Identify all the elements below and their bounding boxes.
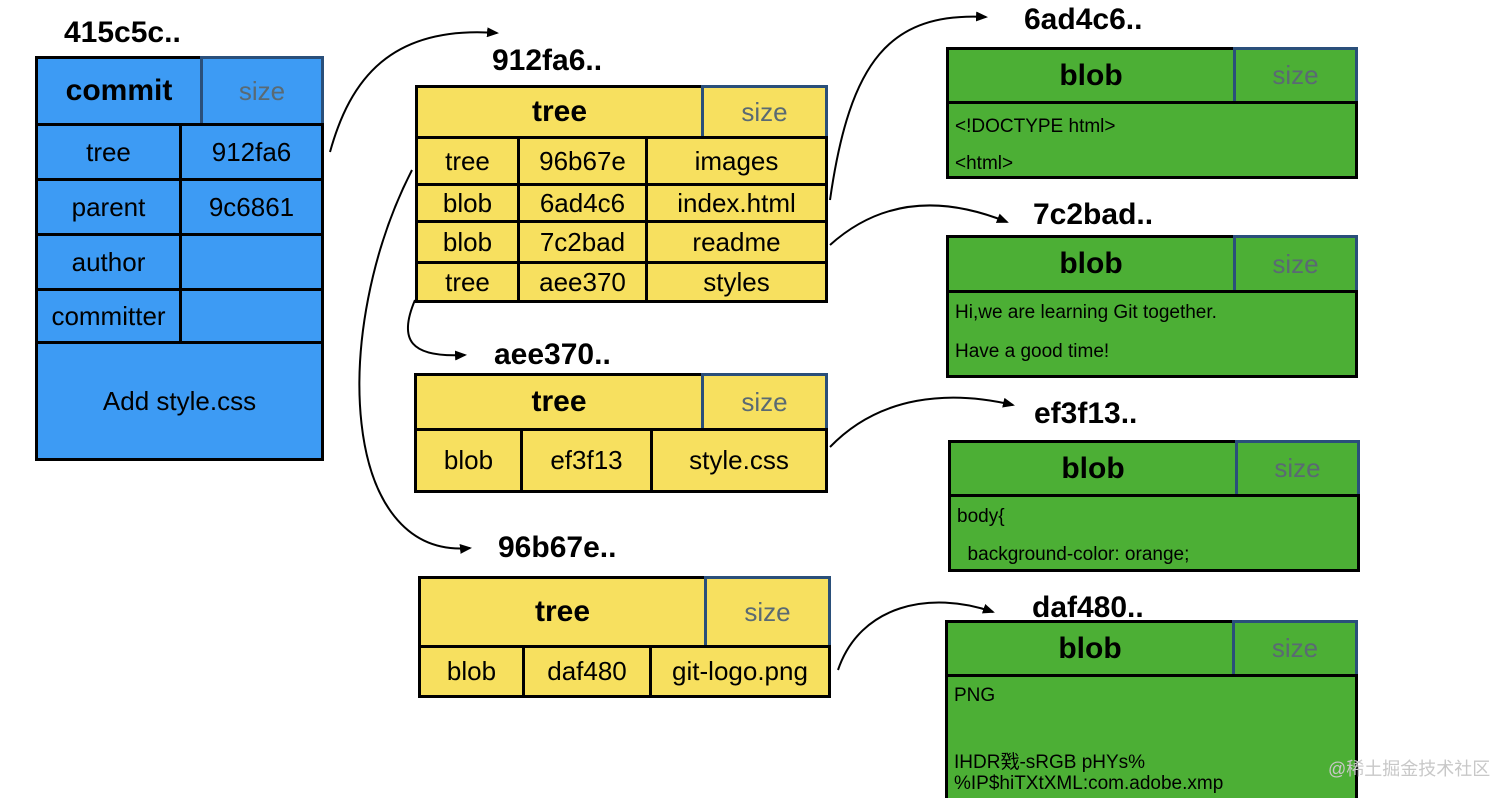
commit-key-tree: tree [35, 123, 182, 181]
tree-912fa6-entry-name: styles [645, 261, 828, 303]
arrow-tree-to-blob-6ad4c6 [829, 11, 988, 201]
tree-912fa6-entry-name: images [645, 136, 828, 186]
commit-key-committer: committer [35, 288, 182, 344]
blob-daf480-size-cell: size [1232, 620, 1358, 677]
commit-value-committer [179, 288, 324, 344]
blob-content-line: background-color: orange; [957, 544, 1190, 565]
blob-ef3f13-size-cell: size [1235, 440, 1360, 497]
commit-key-parent: parent [35, 178, 182, 236]
tree-aee370-entry-type: blob [414, 428, 523, 493]
commit-value-parent: 9c6861 [179, 178, 324, 236]
tree-96b67e-size-cell: size [704, 576, 831, 648]
tree-912fa6-entry-type: blob [415, 183, 520, 223]
tree-912fa6-entry-type: blob [415, 220, 520, 264]
tree-912fa6-type-cell: tree [415, 85, 704, 139]
commit-hash-label: 415c5c.. [64, 16, 181, 49]
blob-7c2bad-hash-label: 7c2bad.. [1033, 198, 1154, 231]
blob-7c2bad-size-cell: size [1233, 235, 1358, 293]
blob-daf480-content: PNG IHDR戣-sRGB pHYs% %IP$hiTXtXML:com.ad… [945, 674, 1358, 798]
commit-value-author [179, 233, 324, 291]
commit-key-author: author [35, 233, 182, 291]
blob-6ad4c6-size-cell: size [1233, 47, 1358, 104]
tree-912fa6-entry-type: tree [415, 136, 520, 186]
arrow-tree-to-tree-aee370 [406, 299, 467, 361]
tree-aee370-type-cell: tree [414, 373, 704, 431]
commit-value-tree: 912fa6 [179, 123, 324, 181]
tree-912fa6-entry-name: index.html [645, 183, 828, 223]
blob-7c2bad-content: Hi,we are learning Git together. Have a … [946, 290, 1358, 378]
blob-content-line: IHDR戣-sRGB pHYs% [954, 752, 1146, 773]
blob-content-line: Hi,we are learning Git together. [955, 302, 1217, 323]
blob-content-line: Have a good time! [955, 341, 1110, 362]
tree-912fa6-entry-hash: 7c2bad [517, 220, 648, 264]
tree-96b67e-type-cell: tree [418, 576, 707, 648]
blob-content-line: PNG [954, 685, 996, 706]
tree-912fa6-entry-type: tree [415, 261, 520, 303]
tree-912fa6-entry-hash: 6ad4c6 [517, 183, 648, 223]
tree-96b67e-hash-label: 96b67e.. [498, 531, 617, 564]
blob-ef3f13-type-cell: blob [948, 440, 1238, 497]
blob-6ad4c6-hash-label: 6ad4c6.. [1024, 3, 1143, 36]
tree-aee370-entry-hash: ef3f13 [520, 428, 653, 493]
tree-912fa6-entry-name: readme [645, 220, 828, 264]
blob-ef3f13-content: body{ background-color: orange; [948, 494, 1360, 572]
blob-7c2bad-type-cell: blob [946, 235, 1236, 293]
tree-aee370-size-cell: size [701, 373, 828, 431]
tree-912fa6-entry-hash: 96b67e [517, 136, 648, 186]
blob-content-line: <!DOCTYPE html> [955, 116, 1116, 137]
arrow-commit-to-tree-912fa6 [329, 27, 499, 153]
watermark: @稀土掘金技术社区 [1328, 759, 1491, 779]
tree-96b67e-entry-type: blob [418, 645, 525, 698]
blob-daf480-type-cell: blob [945, 620, 1235, 677]
blob-daf480-hash-label: daf480.. [1032, 591, 1144, 624]
blob-6ad4c6-content: <!DOCTYPE html> <html> [946, 101, 1358, 179]
tree-912fa6-entry-hash: aee370 [517, 261, 648, 303]
tree-912fa6-size-cell: size [701, 85, 828, 139]
blob-content-line: body{ [957, 506, 1005, 527]
arrow-tree-to-blob-7c2bad [829, 204, 1009, 246]
blob-content-line: <html> [955, 153, 1014, 174]
commit-message: Add style.css [35, 341, 324, 461]
commit-type-cell: commit [35, 56, 203, 126]
tree-aee370-entry-name: style.css [650, 428, 828, 493]
tree-aee370-hash-label: aee370.. [494, 338, 611, 371]
blob-content-line: %IP$hiTXtXML:com.adobe.xmp [954, 773, 1224, 794]
arrow-tree-to-blob-ef3f13 [829, 396, 1015, 448]
blob-ef3f13-hash-label: ef3f13.. [1034, 397, 1138, 430]
blob-6ad4c6-type-cell: blob [946, 47, 1236, 104]
tree-912fa6-hash-label: 912fa6.. [492, 44, 603, 77]
commit-size-cell: size [200, 56, 324, 126]
arrow-tree-to-tree-96b67e [358, 169, 472, 554]
tree-96b67e-entry-hash: daf480 [522, 645, 652, 698]
tree-96b67e-entry-name: git-logo.png [649, 645, 831, 698]
arrow-tree-to-blob-daf480 [837, 601, 995, 671]
